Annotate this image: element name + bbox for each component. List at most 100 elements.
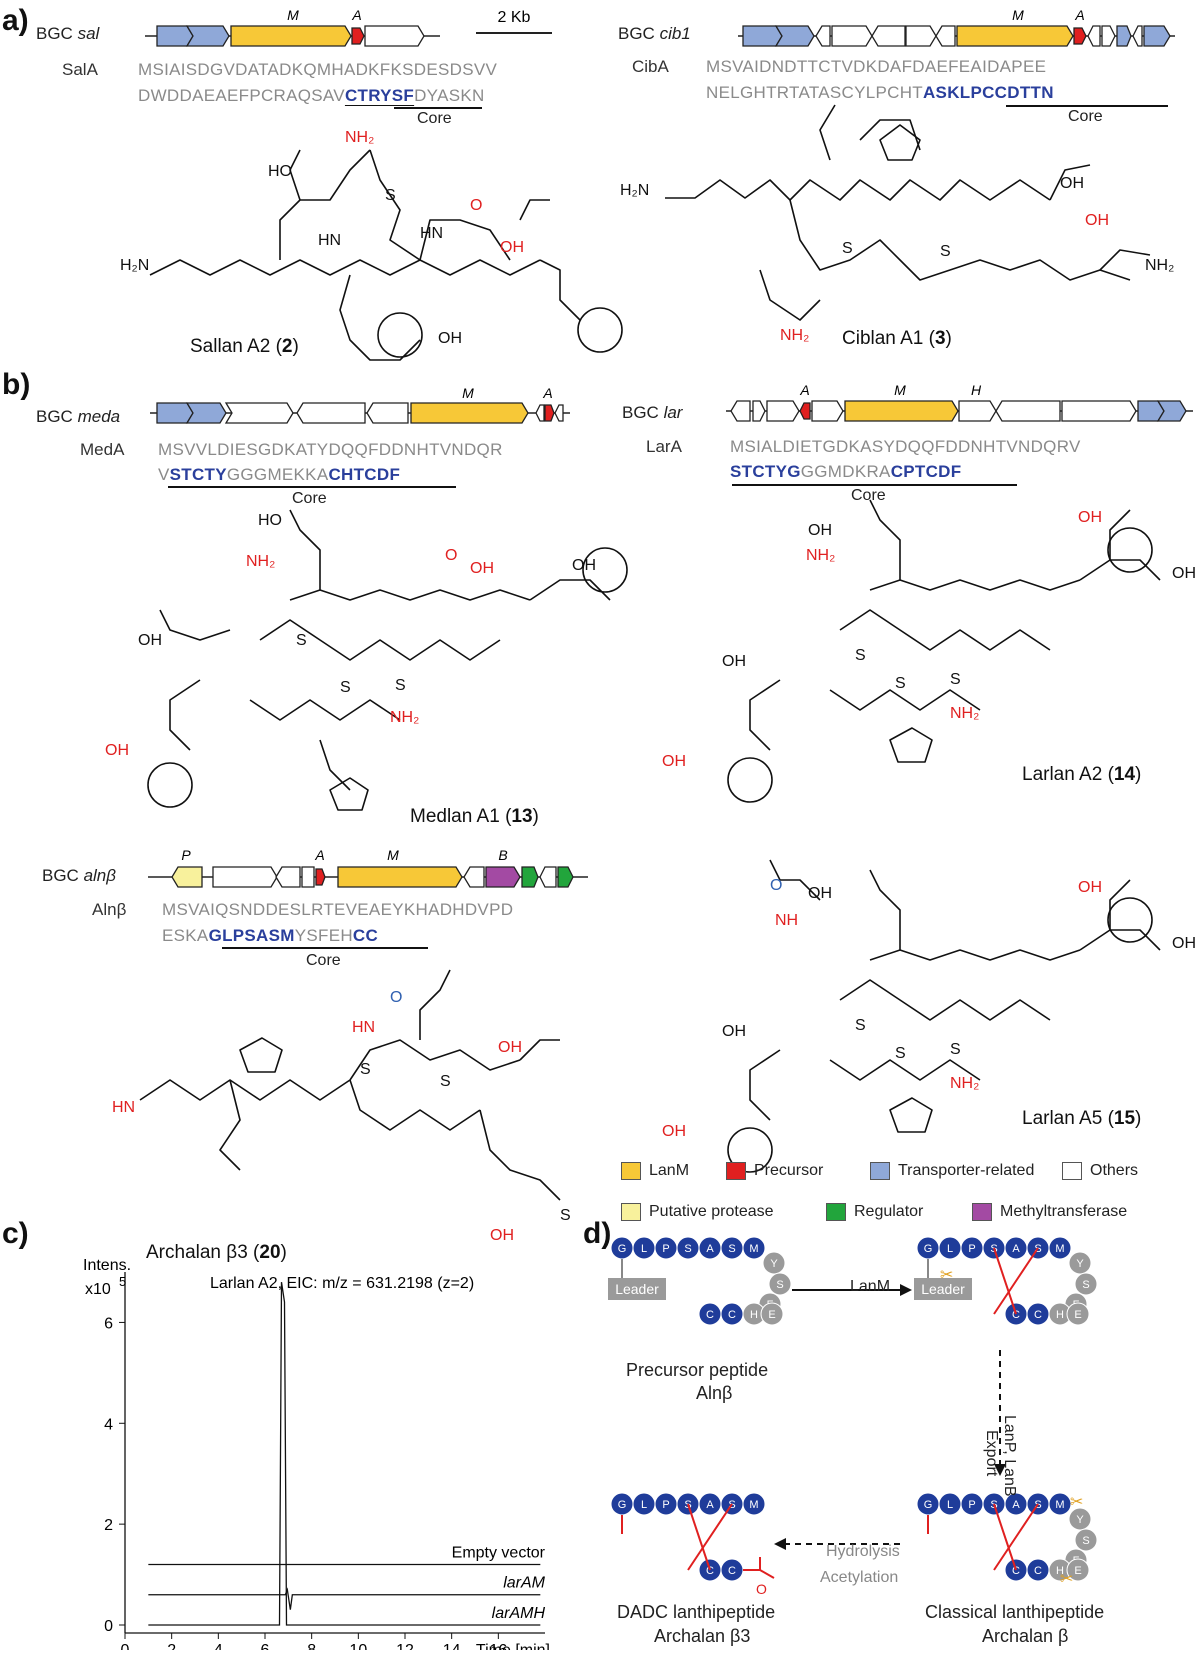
svg-text:S: S [395, 677, 406, 694]
peptide-name-sala: SalA [62, 60, 98, 79]
svg-text:HN: HN [112, 1099, 135, 1116]
residue-letter: C [728, 1565, 736, 1577]
svg-text:M: M [387, 847, 399, 863]
thioether-bridge [993, 1503, 1039, 1571]
series-line-laramh [148, 1281, 541, 1626]
carbonyl-o: O [756, 1581, 767, 1597]
residue-letter: S [684, 1243, 691, 1255]
legend-item-lanm: LanM [621, 1162, 689, 1180]
residue-letter: E [1074, 1309, 1081, 1321]
sequence-sala-line1: MSIAISDGVDATADKQMHADKFKSDESDSVV [138, 60, 498, 79]
legend-item-regulator: Regulator [826, 1203, 923, 1221]
arrow-head [994, 1464, 1006, 1476]
svg-text:M: M [894, 382, 906, 398]
residue-letter: L [641, 1243, 647, 1255]
residue-letter: A [1012, 1243, 1020, 1255]
core-label-sala: Core [417, 110, 452, 127]
x-tick-label: 6 [261, 1642, 270, 1650]
acetyl-group [743, 1557, 775, 1579]
residue-letter: M [749, 1243, 758, 1255]
svg-text:OH: OH [470, 560, 494, 577]
svg-text:NH₂: NH₂ [806, 547, 835, 564]
structure-medlan-a1 [147, 509, 628, 811]
peptide-name-lara: LarA [646, 437, 682, 456]
residue-letter: P [662, 1499, 669, 1511]
y-scale-label: x10 [85, 1281, 111, 1298]
svg-text:OH: OH [138, 632, 162, 649]
svg-text:OH: OH [1078, 509, 1102, 526]
legend-label: Regulator [854, 1203, 924, 1220]
residue-bead [1074, 1272, 1098, 1296]
sequence-ciba-line2: NELGHTRTATASCYLPCHTASKLPCCDTTN [706, 83, 1054, 102]
svg-text:S: S [895, 675, 906, 692]
structure-larlan-a2 [727, 499, 1161, 803]
bgc-cib1-label: BGC cib1 [618, 24, 691, 43]
legend-item-others: Others [1062, 1162, 1138, 1180]
residue-letter: P [968, 1499, 975, 1511]
arrow-head [774, 1538, 786, 1550]
residue-letter: Y [1076, 1514, 1084, 1526]
series-label: larAMH [492, 1605, 546, 1622]
series-label: larAM [503, 1575, 545, 1592]
gene-transporter [185, 25, 230, 47]
legend-label: Others [1090, 1162, 1139, 1179]
svg-text:S: S [842, 240, 853, 257]
residue-letter: C [728, 1309, 736, 1321]
svg-text:OH: OH [808, 522, 832, 539]
residue-letter: G [924, 1499, 933, 1511]
svg-text:H₂N: H₂N [120, 257, 149, 274]
legend-swatch [726, 1162, 746, 1180]
residue-letter: C [1012, 1309, 1020, 1321]
gene-transporter [156, 25, 194, 47]
residue-bead [1066, 1302, 1090, 1326]
svg-text:OH: OH [438, 330, 462, 347]
x-tick-label: 12 [396, 1642, 414, 1650]
panel-label-c: c) [2, 1217, 29, 1250]
svg-text:OH: OH [1172, 935, 1196, 952]
residue-bead [762, 1251, 786, 1275]
biosynthesis-pathway: GLPSASMYSFCCHELeaderGLPSASMYSFCCHELeader… [608, 1236, 1098, 1597]
gene-map-meda: M A [150, 385, 570, 424]
svg-text:HO: HO [258, 512, 282, 529]
gene-label-a: A [351, 7, 361, 23]
thioether-bridge [687, 1503, 711, 1571]
arrow-head [900, 1284, 912, 1296]
y-scale-exponent: 5 [119, 1274, 126, 1289]
residue-letter: M [1055, 1243, 1064, 1255]
series-label: Empty vector [452, 1544, 546, 1561]
residue-letter: S [1082, 1279, 1089, 1291]
peptide-name-ciba: CibA [632, 57, 669, 76]
sequence-meda-line2: VSTCTYGGGMEKKACHTCDF [158, 465, 401, 484]
svg-text:O: O [470, 197, 482, 214]
dadc-label-2: Archalan β3 [654, 1626, 751, 1646]
gene-map-lar: A M H [726, 382, 1193, 422]
x-tick-label: 4 [214, 1642, 223, 1650]
sequence-meda-line1: MSVVLDIESGDKATYDQQFDDNHTVNDQR [158, 440, 503, 459]
x-tick-label: 0 [121, 1642, 130, 1650]
y-tick-label: 0 [104, 1618, 113, 1635]
residue-letter: L [641, 1499, 647, 1511]
residue-letter: P [662, 1243, 669, 1255]
svg-text:S: S [940, 243, 951, 260]
scissors-icon: ✂ [940, 1267, 953, 1284]
scissors-icon: ✂ [1060, 1571, 1073, 1588]
residue-letter: E [1074, 1565, 1081, 1577]
leader-box [914, 1278, 972, 1300]
residue-letter: P [968, 1243, 975, 1255]
svg-text:OH: OH [722, 653, 746, 670]
residue-letter: C [706, 1565, 714, 1577]
compound-name-sallan-a2: Sallan A2 (2) [190, 336, 299, 357]
bgc-lar-label: BGC lar [622, 403, 683, 422]
step-hydrolysis-label: Hydrolysis [826, 1543, 900, 1560]
legend-swatch [621, 1162, 641, 1180]
svg-text:S: S [360, 1061, 371, 1078]
core-label-lara: Core [851, 487, 886, 504]
svg-text:NH₂: NH₂ [950, 705, 979, 722]
svg-text:A: A [799, 382, 809, 398]
svg-text:OH: OH [722, 1023, 746, 1040]
svg-text:NH₂: NH₂ [390, 709, 419, 726]
residue-bead [1048, 1492, 1072, 1516]
svg-text:O: O [390, 989, 402, 1006]
residue-bead [1066, 1558, 1090, 1582]
svg-text:B: B [498, 847, 507, 863]
